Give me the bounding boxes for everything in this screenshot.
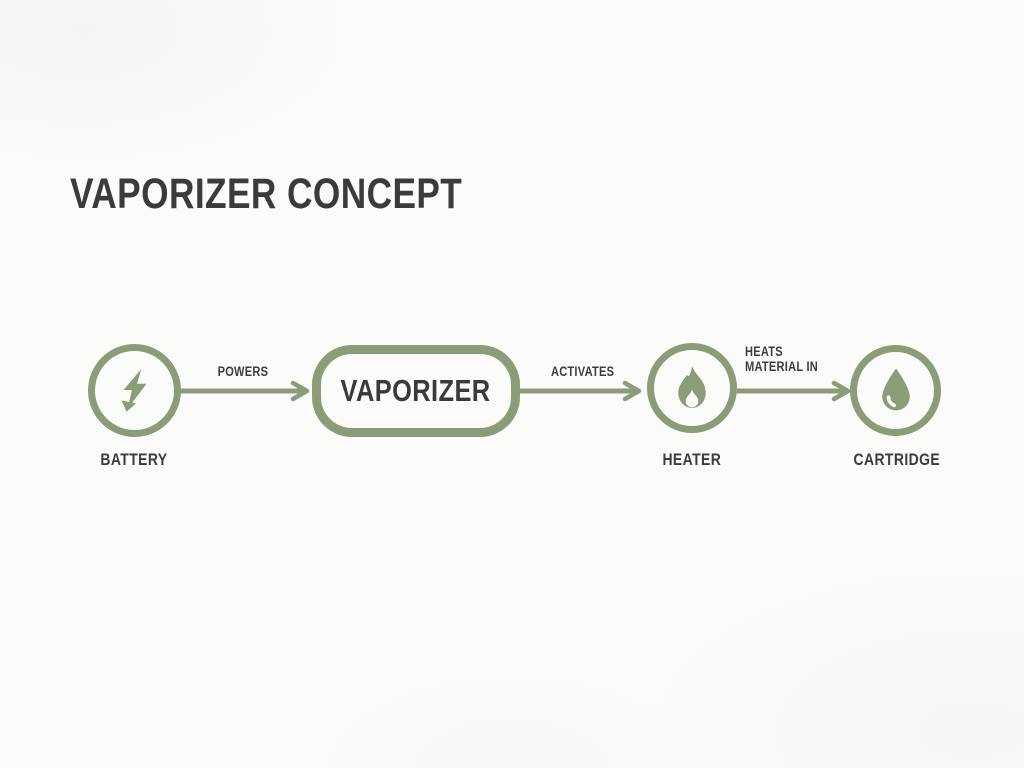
page-title-text: VAPORIZER CONCEPT (70, 170, 463, 218)
lightning-bolt-icon (120, 368, 146, 412)
droplet-icon (881, 368, 910, 410)
node-battery-label: BATTERY (100, 450, 168, 469)
node-heater-label: HEATER (662, 450, 722, 469)
edge-label-activates: ACTIVATES (551, 364, 615, 379)
flame-icon (678, 365, 706, 408)
edge-label-heats-material-in: HEATS MATERIAL IN (745, 344, 819, 374)
arrow-vaporizer-to-heater (520, 380, 642, 402)
node-heater (647, 343, 737, 433)
node-vaporizer: VAPORIZER (312, 345, 520, 437)
node-cartridge (850, 345, 941, 436)
edge-label-powers: POWERS (217, 364, 269, 379)
node-cartridge-label: CARTRIDGE (853, 450, 941, 469)
arrow-heater-to-cartridge (737, 380, 851, 402)
arrow-battery-to-vaporizer (180, 380, 310, 402)
node-vaporizer-label: VAPORIZER (340, 373, 492, 408)
node-battery (88, 344, 181, 437)
page-title: VAPORIZER CONCEPT (70, 170, 548, 219)
